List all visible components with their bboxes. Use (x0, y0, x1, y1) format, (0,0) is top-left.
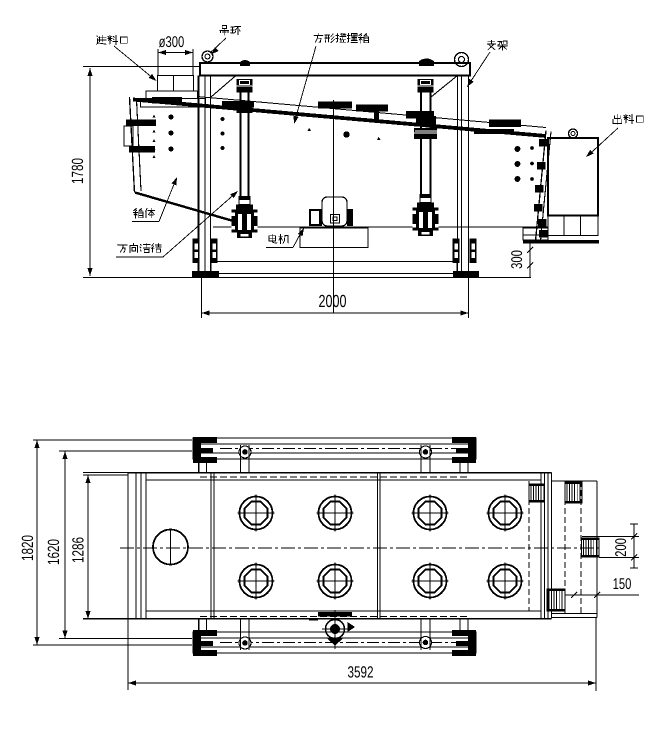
svg-text:1820: 1820 (18, 535, 37, 561)
svg-text:3592: 3592 (347, 662, 373, 681)
svg-text:1286: 1286 (68, 537, 87, 563)
svg-text:ø300: ø300 (159, 33, 185, 51)
svg-text:1620: 1620 (44, 539, 63, 565)
svg-text:2000: 2000 (318, 291, 346, 311)
svg-text:300: 300 (508, 250, 526, 269)
svg-text:150: 150 (613, 575, 632, 593)
svg-text:200: 200 (612, 538, 630, 557)
svg-text:1780: 1780 (68, 158, 87, 184)
